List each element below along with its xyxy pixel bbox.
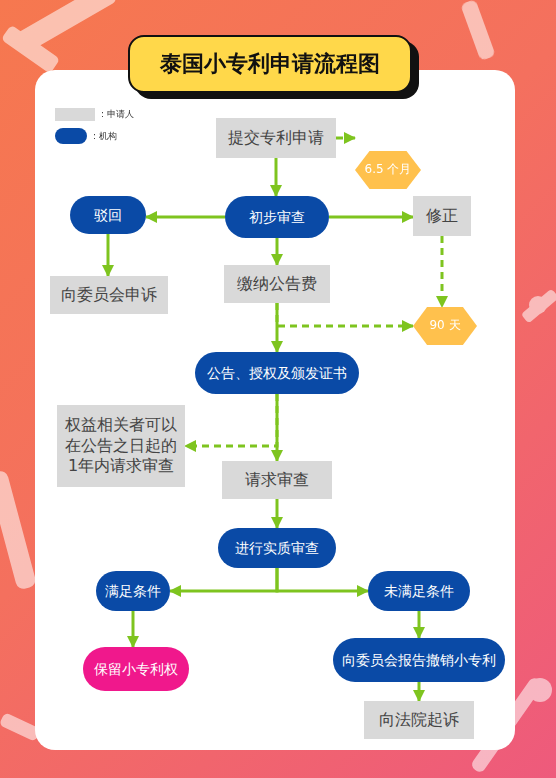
node-text: 驳回	[94, 206, 122, 224]
text-holder: 向委员会申诉	[57, 285, 161, 306]
text-holder: 保留小专利权	[90, 660, 182, 678]
node-text: 向委员会报告撤销小专利	[342, 651, 496, 669]
flow-arrow	[146, 216, 225, 219]
dashed-arrow	[277, 303, 413, 326]
time-hexagon: 90 天	[413, 307, 477, 345]
applicant-box: 修正	[413, 196, 471, 236]
node-text: 提交专利申请	[228, 128, 324, 149]
legend-swatch	[55, 128, 87, 144]
agency-pill: 初步审查	[225, 196, 329, 238]
flow-arrow	[276, 238, 279, 265]
time-hexagon: 6.5 个月	[355, 151, 421, 189]
agency-pill: 未满足条件	[368, 571, 470, 611]
flow-arrow	[418, 682, 421, 701]
flow-arrow	[275, 158, 278, 196]
text-holder: 缴纳公告费	[233, 274, 321, 295]
flow-arrow	[276, 394, 279, 461]
agency-pill: 驳回	[70, 196, 146, 234]
text-holder: 向委员会报告撤销小专利	[338, 651, 500, 669]
text-holder: 初步审查	[245, 208, 309, 226]
node-text: 缴纳公告费	[237, 274, 317, 295]
text-holder: 公告、授权及颁发证书	[203, 364, 351, 382]
flow-arrow	[329, 216, 413, 219]
node-text: 满足条件	[105, 582, 161, 600]
text-holder: 权益相关者可以在公告之日起的1年内请求审查	[57, 411, 185, 481]
legend-text: : 机构	[93, 130, 117, 143]
dashed-arrow	[441, 236, 444, 307]
applicant-box: 权益相关者可以在公告之日起的1年内请求审查	[57, 405, 185, 487]
node-text: 6.5 个月	[365, 162, 412, 178]
node-text: 向法院起诉	[379, 710, 459, 731]
text-holder: 向法院起诉	[375, 710, 463, 731]
node-text: 90 天	[429, 318, 460, 334]
flow-arrow	[107, 234, 110, 276]
agency-pill: 向委员会报告撤销小专利	[333, 638, 505, 682]
result-pill: 保留小专利权	[83, 647, 189, 691]
text-holder: 满足条件	[101, 582, 165, 600]
node-text: 未满足条件	[384, 582, 454, 600]
text-holder: 未满足条件	[380, 582, 458, 600]
node-text: 保留小专利权	[94, 660, 178, 678]
title-text: 泰国小专利申请流程图	[160, 49, 380, 79]
applicant-box: 缴纳公告费	[224, 265, 330, 303]
text-holder: 进行实质审查	[231, 539, 323, 557]
flow-arrow	[170, 568, 277, 591]
text-holder: 6.5 个月	[361, 162, 416, 178]
dashed-arrow	[185, 394, 277, 446]
node-text: 初步审查	[249, 208, 305, 226]
legend-swatch	[55, 108, 95, 121]
hexagon-outline	[413, 307, 477, 345]
applicant-box: 向委员会申诉	[50, 276, 168, 314]
text-holder: 提交专利申请	[224, 128, 328, 149]
applicant-box: 向法院起诉	[364, 701, 474, 739]
agency-pill: 满足条件	[96, 571, 170, 611]
node-text: 权益相关者可以在公告之日起的1年内请求审查	[65, 415, 177, 477]
text-holder: 修正	[422, 206, 462, 227]
flow-arrow	[276, 499, 279, 528]
agency-pill: 进行实质审查	[218, 528, 336, 568]
text-holder: 请求审查	[241, 470, 313, 491]
text-holder: 90 天	[425, 318, 464, 334]
node-text: 修正	[426, 206, 458, 227]
flow-arrow	[418, 611, 421, 638]
node-text: 公告、授权及颁发证书	[207, 364, 347, 382]
node-text: 进行实质审查	[235, 539, 319, 557]
legend-row: : 申请人	[55, 108, 134, 121]
dashed-arrow	[336, 137, 355, 140]
node-text: 向委员会申诉	[61, 285, 157, 306]
agency-pill: 公告、授权及颁发证书	[195, 352, 359, 394]
applicant-box: 提交专利申请	[216, 118, 336, 158]
node-text: 请求审查	[245, 470, 309, 491]
legend-row: : 机构	[55, 128, 117, 144]
text-holder: 驳回	[90, 206, 126, 224]
applicant-box: 请求审查	[222, 461, 332, 499]
hexagon-outline	[355, 151, 421, 189]
title-box: 泰国小专利申请流程图	[128, 35, 412, 93]
flow-arrow	[277, 568, 368, 591]
flow-arrow	[132, 611, 135, 647]
legend-text: : 申请人	[101, 108, 134, 121]
